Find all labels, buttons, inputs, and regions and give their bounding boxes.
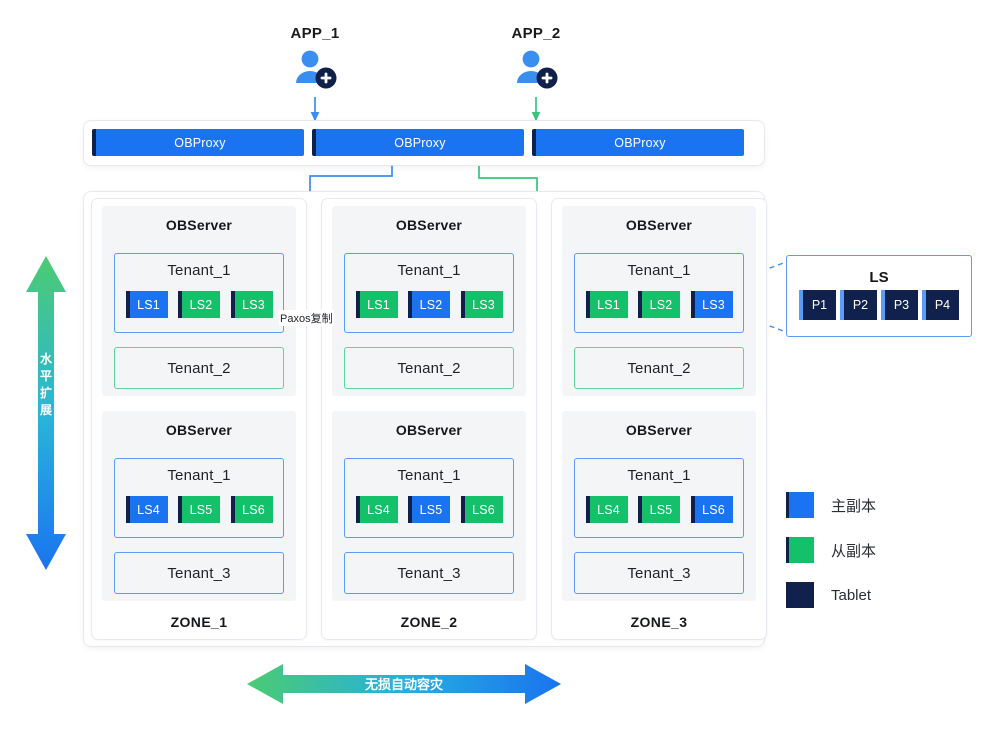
legend-label: 主副本 <box>831 497 877 515</box>
observer-title: OBServer <box>395 422 463 438</box>
log-stream-row: LS4 LS5 LS6 <box>115 496 283 523</box>
svg-text:平: 平 <box>40 369 52 383</box>
observer-box: OBServer Tenant_1 LS4 LS5 LS6 Tenant_3 <box>562 411 756 601</box>
tenant-box-tenant_2[interactable]: Tenant_2 <box>574 347 744 389</box>
tablet-row: P1 P2 P3 P4 <box>799 290 959 320</box>
log-stream-chip[interactable]: LS6 <box>690 496 733 523</box>
tenant-title: Tenant_1 <box>397 262 461 279</box>
log-stream-chip[interactable]: LS2 <box>408 291 450 318</box>
observer-box: OBServer Tenant_1 LS4 LS5 LS6 Tenant_3 <box>102 411 296 601</box>
zone-label-1: ZONE_1 <box>170 614 228 630</box>
vertical-scale-arrow: 水 平 扩 展 <box>26 256 66 570</box>
observer-title: OBServer <box>165 422 233 438</box>
obproxy-2[interactable]: OBProxy <box>312 129 524 156</box>
tenant-title: Tenant_3 <box>397 564 461 582</box>
tenant-title: Tenant_3 <box>167 564 231 582</box>
log-stream-chip[interactable]: LS6 <box>460 496 503 523</box>
user-add-icon <box>292 50 338 95</box>
log-stream-chip[interactable]: LS5 <box>408 496 450 523</box>
obproxy-1[interactable]: OBProxy <box>92 129 304 156</box>
log-stream-chip[interactable]: LS3 <box>690 291 733 318</box>
tenant-title: Tenant_2 <box>627 359 691 377</box>
tenant-title: Tenant_1 <box>627 262 691 279</box>
log-stream-chip[interactable]: LS3 <box>230 291 273 318</box>
app-label-1: APP_1 <box>290 25 340 42</box>
tenant-box-tenant_2[interactable]: Tenant_2 <box>114 347 284 389</box>
legend-label: 从副本 <box>831 542 877 560</box>
tenant-box-tenant_1[interactable]: Tenant_1 LS4 LS5 LS6 <box>344 458 514 538</box>
ls-detail-panel: LS P1 P2 P3 P4 <box>786 255 972 337</box>
legend-item-tablet: Tablet <box>786 582 876 608</box>
log-stream-row: LS4 LS5 LS6 <box>345 496 513 523</box>
log-stream-chip[interactable]: LS6 <box>230 496 273 523</box>
log-stream-chip[interactable]: LS1 <box>585 291 628 318</box>
tablet-chip[interactable]: P1 <box>799 290 836 320</box>
log-stream-chip[interactable]: LS1 <box>355 291 398 318</box>
tenant-box-tenant_1[interactable]: Tenant_1 LS1 LS2 LS3 <box>114 253 284 333</box>
tablet-chip[interactable]: P3 <box>881 290 918 320</box>
tenant-title: Tenant_1 <box>627 467 691 484</box>
log-stream-chip[interactable]: LS2 <box>638 291 680 318</box>
observer-box: OBServer Tenant_1 LS1 LS2 LS3 Tenant_2 <box>332 206 526 396</box>
zone-card-3: ZONE_3 OBServer Tenant_1 LS1 LS2 LS3 Ten… <box>552 199 766 639</box>
svg-text:展: 展 <box>40 403 52 417</box>
observer-title: OBServer <box>625 422 693 438</box>
app-label-2: APP_2 <box>511 25 561 42</box>
tenant-title: Tenant_2 <box>167 359 231 377</box>
tenant-title: Tenant_1 <box>397 467 461 484</box>
observer-title: OBServer <box>625 217 693 233</box>
horizontal-failover-arrow: 无损自动容灾 <box>247 664 561 704</box>
log-stream-row: LS1 LS2 LS3 <box>345 291 513 318</box>
observer-title: OBServer <box>165 217 233 233</box>
legend-swatch-tablet <box>786 582 814 608</box>
log-stream-row: LS1 LS2 LS3 <box>115 291 283 318</box>
tenant-box-tenant_1[interactable]: Tenant_1 LS4 LS5 LS6 <box>114 458 284 538</box>
observer-title: OBServer <box>395 217 463 233</box>
tenant-box-tenant_1[interactable]: Tenant_1 LS1 LS2 LS3 <box>344 253 514 333</box>
tenant-title: Tenant_2 <box>397 359 461 377</box>
log-stream-chip[interactable]: LS1 <box>125 291 168 318</box>
log-stream-chip[interactable]: LS5 <box>638 496 680 523</box>
log-stream-chip[interactable]: LS4 <box>125 496 168 523</box>
log-stream-chip[interactable]: LS4 <box>355 496 398 523</box>
legend-swatch-primary <box>786 492 814 518</box>
svg-text:水: 水 <box>40 351 53 366</box>
obproxy-3[interactable]: OBProxy <box>532 129 744 156</box>
legend-item-follower: 从副本 <box>786 537 876 563</box>
log-stream-chip[interactable]: LS4 <box>585 496 628 523</box>
legend-label: Tablet <box>831 586 872 604</box>
user-add-icon <box>513 50 559 95</box>
log-stream-row: LS4 LS5 LS6 <box>575 496 743 523</box>
proxy-layer: OBProxy OBProxy OBProxy <box>84 121 764 165</box>
observer-box: OBServer Tenant_1 LS4 LS5 LS6 Tenant_3 <box>332 411 526 601</box>
tenant-title: Tenant_1 <box>167 262 231 279</box>
zone-card-1: ZONE_1 OBServer Tenant_1 LS1 LS2 LS3 Ten… <box>92 199 306 639</box>
observer-box: OBServer Tenant_1 LS1 LS2 LS3 Tenant_2 <box>562 206 756 396</box>
zone-card-2: ZONE_2 OBServer Tenant_1 LS1 LS2 LS3 Ten… <box>322 199 536 639</box>
zone-label-2: ZONE_2 <box>400 614 458 630</box>
paxos-replication-label: Paxos复制 <box>279 310 334 326</box>
log-stream-chip[interactable]: LS3 <box>460 291 503 318</box>
legend-swatch-follower <box>786 537 814 563</box>
legend-item-primary: 主副本 <box>786 492 876 518</box>
tablet-chip[interactable]: P4 <box>922 290 959 320</box>
tenant-box-tenant_1[interactable]: Tenant_1 LS1 LS2 LS3 <box>574 253 744 333</box>
svg-text:扩: 扩 <box>40 385 52 400</box>
tenant-box-tenant_3[interactable]: Tenant_3 <box>344 552 514 594</box>
tenant-title: Tenant_1 <box>167 467 231 484</box>
tenant-title: Tenant_3 <box>627 564 691 582</box>
tenant-box-tenant_3[interactable]: Tenant_3 <box>574 552 744 594</box>
tablet-chip[interactable]: P2 <box>840 290 877 320</box>
tenant-box-tenant_3[interactable]: Tenant_3 <box>114 552 284 594</box>
log-stream-row: LS1 LS2 LS3 <box>575 291 743 318</box>
log-stream-chip[interactable]: LS5 <box>178 496 220 523</box>
tenant-box-tenant_1[interactable]: Tenant_1 LS4 LS5 LS6 <box>574 458 744 538</box>
ls-detail-title: LS <box>869 269 889 286</box>
legend: 主副本 从副本 Tablet <box>786 492 876 627</box>
observer-box: OBServer Tenant_1 LS1 LS2 LS3 Tenant_2 <box>102 206 296 396</box>
zone-label-3: ZONE_3 <box>630 614 688 630</box>
svg-text:无损自动容灾: 无损自动容灾 <box>364 677 444 692</box>
log-stream-chip[interactable]: LS2 <box>178 291 220 318</box>
tenant-box-tenant_2[interactable]: Tenant_2 <box>344 347 514 389</box>
